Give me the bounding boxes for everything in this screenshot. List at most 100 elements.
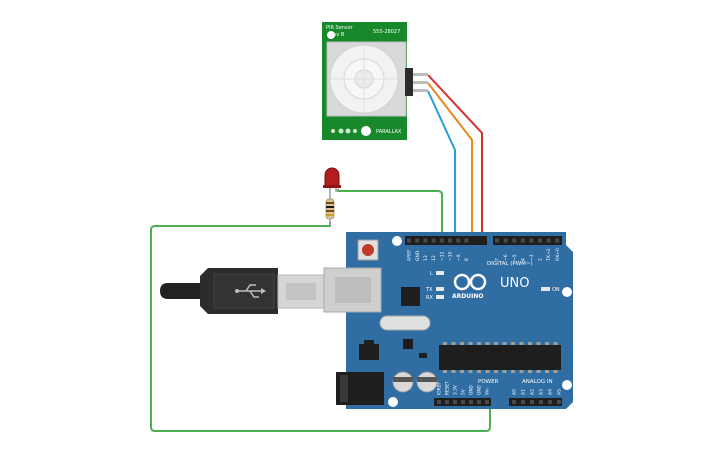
power-pin-hole[interactable]	[453, 400, 457, 404]
pir-sensor[interactable]: PIR Sensor Rev B 555-28027 PARALLAX	[322, 22, 428, 140]
rx-label: RX	[426, 295, 433, 301]
analog-pin-label: A1	[521, 389, 527, 395]
usb-strain-relief	[160, 283, 207, 299]
digital-pin-label: 13	[423, 255, 429, 261]
digital-pin-hole[interactable]	[415, 238, 420, 243]
arduino-logo-icon	[453, 273, 487, 291]
power-label: POWER	[478, 379, 499, 385]
led-body	[324, 167, 340, 187]
digital-header-left	[405, 236, 487, 245]
led-l-label: L	[430, 271, 433, 277]
digital-pin-label: AREF	[407, 249, 413, 261]
digital-pin-label: 7	[495, 258, 501, 261]
uno-logo: UNO	[500, 276, 529, 291]
pir-part-number: 555-28027	[373, 29, 400, 35]
digital-pin-hole[interactable]	[546, 238, 551, 243]
digital-label: DIGITAL (PWM~)	[487, 261, 533, 267]
wire-pir-signal[interactable]	[427, 90, 456, 240]
red-led[interactable]	[323, 167, 341, 199]
digital-pin-hole[interactable]	[520, 238, 525, 243]
digital-pin-hole[interactable]	[555, 238, 560, 243]
analog-pin-label: A5	[557, 389, 563, 395]
analog-pin-label: A2	[530, 389, 536, 395]
led-l	[436, 271, 444, 275]
reset-button[interactable]	[362, 244, 374, 256]
wire-led-pin13[interactable]	[337, 189, 443, 240]
analog-pin-hole[interactable]	[512, 400, 516, 404]
digital-pin-label: TX→1	[546, 248, 552, 262]
power-pin-hole[interactable]	[477, 400, 481, 404]
usb-port	[323, 267, 382, 313]
digital-pin-hole[interactable]	[431, 238, 436, 243]
on-label: ON	[552, 287, 560, 293]
pir-pin-vcc[interactable]	[413, 81, 428, 84]
led-on	[541, 287, 550, 291]
digital-pin-hole[interactable]	[407, 238, 411, 243]
digital-pin-hole[interactable]	[464, 238, 469, 243]
usb-cable[interactable]	[160, 268, 327, 314]
mount-hole	[562, 380, 572, 390]
power-pin-hole[interactable]	[469, 400, 473, 404]
arduino-brand: ARDUINO	[452, 293, 483, 300]
led-rx	[436, 295, 444, 299]
pir-pin-out[interactable]	[413, 89, 428, 92]
power-pin-hole[interactable]	[437, 400, 441, 404]
mount-hole	[388, 397, 398, 407]
power-pin-label: 3.3V	[453, 385, 459, 395]
digital-pin-hole[interactable]	[423, 238, 428, 243]
power-pin-label: IOREF	[437, 382, 443, 395]
power-pin-label: RESET	[445, 381, 451, 395]
digital-pin-hole[interactable]	[503, 238, 508, 243]
digital-pin-label: 12	[431, 255, 437, 261]
analog-pin-hole[interactable]	[521, 400, 525, 404]
digital-pin-hole[interactable]	[512, 238, 517, 243]
pir-mount-hole	[361, 126, 371, 136]
digital-pin-label: 4	[520, 258, 526, 261]
voltage-regulator	[359, 344, 379, 360]
digital-pin-label: ~11	[439, 251, 445, 261]
power-pin-hole[interactable]	[445, 400, 449, 404]
analog-pin-hole[interactable]	[557, 400, 561, 404]
pir-pin-gnd[interactable]	[413, 73, 428, 76]
led-tx	[436, 287, 444, 291]
wire-led-ground[interactable]	[150, 222, 491, 432]
power-pin-label: Vin	[485, 388, 491, 395]
analog-pin-hole[interactable]	[548, 400, 552, 404]
digital-pin-hole[interactable]	[529, 238, 534, 243]
power-pin-label: GND	[469, 384, 475, 395]
digital-pin-hole[interactable]	[495, 238, 499, 243]
pir-title: PIR Sensor	[326, 25, 354, 31]
analog-pin-hole[interactable]	[539, 400, 543, 404]
pir-mount-hole	[327, 31, 335, 39]
digital-pin-label: 8	[464, 258, 470, 261]
digital-pin-label: ~10	[448, 251, 454, 261]
led-anode	[335, 188, 338, 192]
usb-chip	[401, 287, 420, 306]
analog-pin-label: A3	[539, 389, 545, 395]
usb-icon	[235, 284, 266, 298]
digital-pin-hole[interactable]	[538, 238, 542, 243]
pir-header	[405, 68, 413, 96]
power-pin-hole[interactable]	[461, 400, 465, 404]
digital-pin-hole[interactable]	[448, 238, 452, 243]
digital-pin-label: ~5	[512, 254, 518, 261]
analog-label: ANALOG IN	[522, 379, 553, 385]
digital-pin-label: ~3	[529, 254, 535, 261]
digital-header-right	[493, 236, 562, 245]
digital-pin-hole[interactable]	[439, 238, 444, 243]
mount-hole	[392, 236, 402, 246]
chip-pins	[443, 342, 558, 373]
mount-hole	[562, 287, 572, 297]
analog-header	[509, 398, 562, 406]
resistor[interactable]	[325, 198, 335, 226]
digital-pin-hole[interactable]	[456, 238, 461, 243]
power-pin-hole[interactable]	[485, 400, 489, 404]
power-pin-label: GND	[477, 384, 483, 395]
crystal	[379, 315, 431, 331]
analog-pin-hole[interactable]	[530, 400, 534, 404]
